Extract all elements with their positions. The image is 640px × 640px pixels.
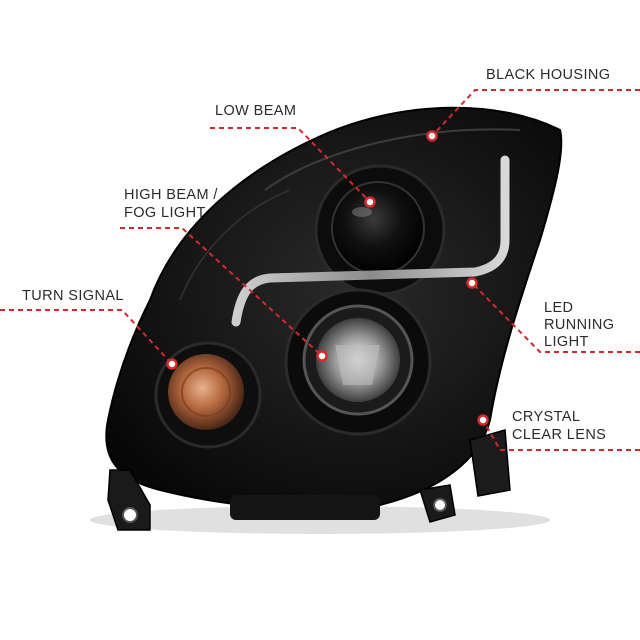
label-crystal-line2: CLEAR LENS [512,427,607,443]
turn-signal-lens [168,354,244,430]
callout-dots [166,130,489,426]
label-led-line3: LIGHT [544,334,589,350]
label-crystal-line1: CRYSTAL [512,409,581,425]
dot-turn-signal [166,358,178,370]
connector-block [469,429,511,497]
housing-ridge [264,128,521,191]
leader-high-beam [120,227,323,357]
bottom-base [230,495,380,520]
leader-black-housing [431,89,640,137]
leader-turn-signal [0,309,173,365]
leader-low-beam [210,127,371,203]
mounting-tab-left [107,469,151,531]
fog-light-reflector [335,345,380,385]
leader-led [471,282,640,353]
housing-edge-highlight [179,189,291,301]
dot-low-beam [364,196,376,208]
dot-led [466,277,478,289]
label-black-housing: BLACK HOUSING [486,67,611,83]
dot-crystal-lens [477,414,489,426]
led-running-light-bar [231,155,510,327]
mounting-hole-left [122,507,138,523]
callout-leaders [0,89,640,451]
label-high-beam-line2: FOG LIGHT [124,205,206,221]
dot-black-housing [426,130,438,142]
label-high-beam-line1: HIGH BEAM / [124,187,218,203]
mounting-hole-right [433,498,447,512]
dot-high-beam [316,350,328,362]
leader-crystal-lens [482,419,640,451]
label-led-line2: RUNNING [544,317,615,333]
label-turn-signal: TURN SIGNAL [22,288,124,304]
turn-signal-ring [181,367,231,417]
label-led-line1: LED [544,300,574,316]
low-beam-reflection [352,207,372,217]
low-beam-projector [331,181,425,275]
label-low-beam: LOW BEAM [215,103,297,119]
